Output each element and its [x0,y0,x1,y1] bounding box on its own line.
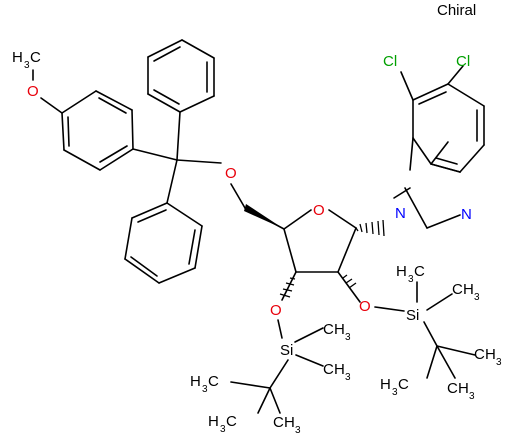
svg-text:H: H [334,321,345,338]
svg-text:H: H [12,49,23,66]
n-ring-atom: N [395,205,406,222]
svg-text:H: H [458,380,469,397]
si3-methyl-top-label: C H 3 [323,321,351,343]
chiral-label: Chiral [437,2,477,19]
svg-text:C: C [323,361,334,378]
svg-text:3: 3 [474,292,480,303]
o-3-atom: O [270,302,282,319]
svg-text:3: 3 [345,372,351,383]
svg-text:H: H [208,413,219,430]
tbu2-methyl-left-label: H 3 C [380,376,409,398]
si3-methyl-bottom-label: C H 3 [323,361,351,383]
svg-text:H: H [284,414,295,431]
svg-text:3: 3 [220,424,226,435]
svg-text:3: 3 [392,387,398,398]
wedge-bond [244,204,284,229]
svg-text:C: C [273,414,284,431]
svg-text:3: 3 [496,357,502,368]
tbu3-methyl-left-label: H 3 C [190,373,219,395]
o-trityl-atom: O [225,165,237,182]
n-imine-atom: N [461,206,472,223]
bonds [32,39,485,414]
svg-text:H: H [190,373,201,390]
cl-right-atom: Cl [456,53,470,70]
o-furanose-atom: O [313,202,325,219]
svg-text:C: C [414,263,425,280]
svg-text:H: H [380,376,391,393]
svg-text:H: H [334,361,345,378]
tbu2-methyl-bottom-label: C H 3 [447,380,475,402]
svg-text:3: 3 [24,60,30,71]
stereo-bonds [279,219,385,298]
svg-text:3: 3 [345,332,351,343]
svg-text:C: C [398,376,409,393]
svg-text:C: C [30,49,41,66]
o-methoxy-atom: O [27,83,39,100]
svg-text:C: C [208,373,219,390]
svg-text:3: 3 [469,391,475,402]
si2-methyl-top-label: H 3 C [396,263,425,285]
methoxy-methyl-label: H 3 C [12,49,41,71]
si-2-atom: Si [406,307,419,324]
svg-text:3: 3 [408,274,414,285]
svg-text:C: C [452,281,463,298]
svg-text:C: C [323,321,334,338]
si2-methyl-right-label: C H 3 [452,281,480,303]
svg-text:H: H [396,263,407,280]
tbu3-methyl-bottom-left-label: H 3 C [208,413,237,435]
svg-text:C: C [226,413,237,430]
tbu3-methyl-bottom-right-label: C H 3 [273,414,301,436]
svg-text:3: 3 [202,384,208,395]
o-2-atom: O [359,298,371,315]
svg-text:3: 3 [295,425,301,436]
si-3-atom: Si [280,342,293,359]
svg-text:H: H [463,281,474,298]
svg-text:C: C [447,380,458,397]
cl-left-atom: Cl [383,53,397,70]
svg-text:H: H [485,346,496,363]
svg-text:C: C [474,346,485,363]
tbu2-methyl-right-label: C H 3 [474,346,502,368]
